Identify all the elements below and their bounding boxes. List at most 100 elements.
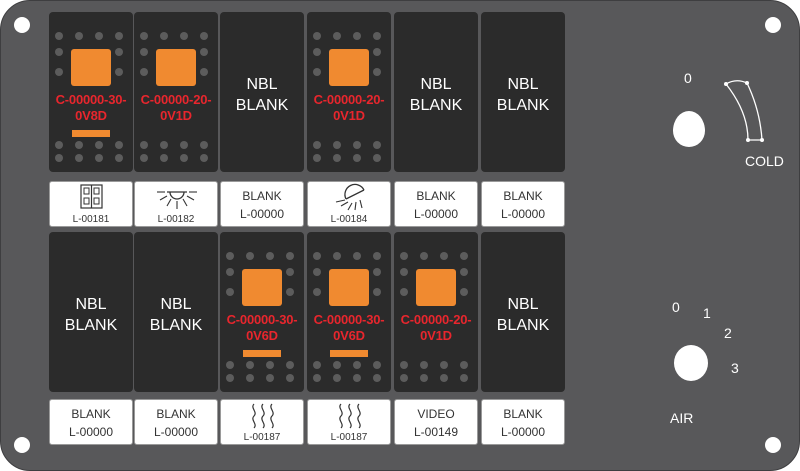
- switch-dot: [373, 268, 381, 276]
- switch-label-10: L-00187: [307, 399, 391, 445]
- switch-dot: [140, 48, 148, 56]
- switch-dot: [353, 32, 361, 40]
- switch-dot: [400, 288, 408, 296]
- switch-dot: [286, 268, 294, 276]
- switch-dot: [440, 361, 448, 369]
- switch-dot: [226, 374, 234, 382]
- label-title: BLANK: [503, 189, 543, 203]
- label-title: VIDEO: [417, 407, 455, 421]
- rocker-switch-2[interactable]: C-00000-20- 0V1D: [134, 12, 218, 172]
- switch-dot: [246, 374, 254, 382]
- switch-label-11: VIDEO L-00149: [394, 399, 478, 445]
- temperature-knob[interactable]: [673, 111, 705, 147]
- switch-label-6: BLANK L-00000: [481, 181, 565, 227]
- switch-part-number: C-00000-20- 0V1D: [313, 92, 385, 123]
- switch-dot: [226, 361, 234, 369]
- switch-dot: [140, 68, 148, 76]
- mounting-hole-top-left: [14, 17, 30, 33]
- mounting-hole-top-right: [765, 17, 781, 33]
- switch-dot: [460, 288, 468, 296]
- blank-switch-text: NBL BLANK: [149, 296, 203, 334]
- rocker-switch-7[interactable]: NBL BLANK: [49, 232, 133, 392]
- switch-dot: [313, 68, 321, 76]
- rocker-switch-4[interactable]: C-00000-20- 0V1D: [307, 12, 391, 172]
- sun-rays-icon: [157, 191, 197, 209]
- indicator-lens: [71, 49, 111, 86]
- switch-dot: [246, 252, 254, 260]
- switch-dot: [75, 32, 83, 40]
- switch-dot: [115, 154, 123, 162]
- switch-dot: [400, 361, 408, 369]
- switch-dot: [160, 32, 168, 40]
- blank-switch-text: NBL BLANK: [496, 76, 550, 114]
- blank-switch-text: NBL BLANK: [409, 76, 463, 114]
- switch-label-7: BLANK L-00000: [49, 399, 133, 445]
- dual-rectangle-icon: [80, 184, 103, 209]
- temp-position-0: 0: [684, 70, 692, 86]
- switch-dot: [313, 374, 321, 382]
- blank-switch-text: NBL BLANK: [235, 76, 289, 114]
- switch-dot: [313, 268, 321, 276]
- air-position-1: 1: [703, 305, 711, 321]
- switch-dot: [400, 268, 408, 276]
- air-position-0: 0: [672, 299, 680, 315]
- indicator-lens: [329, 49, 369, 86]
- air-knob-label: AIR: [670, 410, 694, 426]
- switch-label-2: L-00182: [134, 181, 218, 227]
- rocker-switch-12[interactable]: NBL BLANK: [481, 232, 565, 392]
- indicator-bar: [330, 350, 368, 357]
- switch-dot: [95, 32, 103, 40]
- switch-dot: [440, 252, 448, 260]
- label-code: L-00187: [243, 432, 281, 443]
- switch-dot: [373, 141, 381, 149]
- rocker-switch-10[interactable]: C-00000-30- 0V6D: [307, 232, 391, 392]
- rocker-switch-8[interactable]: NBL BLANK: [134, 232, 218, 392]
- mounting-hole-bottom-left: [14, 437, 30, 453]
- switch-dot: [440, 374, 448, 382]
- switch-dot: [333, 374, 341, 382]
- rocker-switch-5[interactable]: NBL BLANK: [394, 12, 478, 172]
- switch-dot: [373, 154, 381, 162]
- switch-dot: [55, 154, 63, 162]
- switch-dot: [286, 288, 294, 296]
- switch-dot: [200, 48, 208, 56]
- rocker-switch-9[interactable]: C-00000-30- 0V6D: [220, 232, 304, 392]
- indicator-lens: [156, 49, 196, 86]
- switch-dot: [75, 141, 83, 149]
- switch-dot: [200, 68, 208, 76]
- switch-dot: [140, 154, 148, 162]
- label-code: L-00184: [330, 214, 368, 225]
- switch-dot: [373, 68, 381, 76]
- label-code: L-00000: [500, 207, 546, 221]
- switch-dot: [286, 361, 294, 369]
- switch-dot: [95, 141, 103, 149]
- air-knob[interactable]: [674, 345, 708, 381]
- rocker-switch-11[interactable]: C-00000-20- 0V1D: [394, 232, 478, 392]
- switch-dot: [200, 32, 208, 40]
- label-title: BLANK: [242, 189, 282, 203]
- switch-dot: [460, 374, 468, 382]
- switch-part-number: C-00000-20- 0V1D: [140, 92, 212, 123]
- heat-waves-icon: [339, 403, 361, 429]
- switch-dot: [400, 374, 408, 382]
- switch-dot: [55, 68, 63, 76]
- switch-dot: [313, 154, 321, 162]
- label-code: L-00000: [500, 425, 546, 439]
- switch-dot: [226, 288, 234, 296]
- switch-label-3: BLANK L-00000: [220, 181, 304, 227]
- switch-dot: [353, 141, 361, 149]
- switch-dot: [313, 288, 321, 296]
- switch-dot: [373, 48, 381, 56]
- switch-dot: [95, 154, 103, 162]
- rocker-switch-6[interactable]: NBL BLANK: [481, 12, 565, 172]
- switch-dot: [75, 154, 83, 162]
- switch-dot: [180, 154, 188, 162]
- switch-dot: [115, 32, 123, 40]
- label-code: L-00000: [153, 425, 199, 439]
- switch-dot: [286, 374, 294, 382]
- rocker-switch-3[interactable]: NBL BLANK: [220, 12, 304, 172]
- switch-dot: [180, 141, 188, 149]
- switch-dot: [140, 32, 148, 40]
- rocker-switch-1[interactable]: C-00000-30- 0V8D: [49, 12, 133, 172]
- blank-switch-text: NBL BLANK: [496, 296, 550, 334]
